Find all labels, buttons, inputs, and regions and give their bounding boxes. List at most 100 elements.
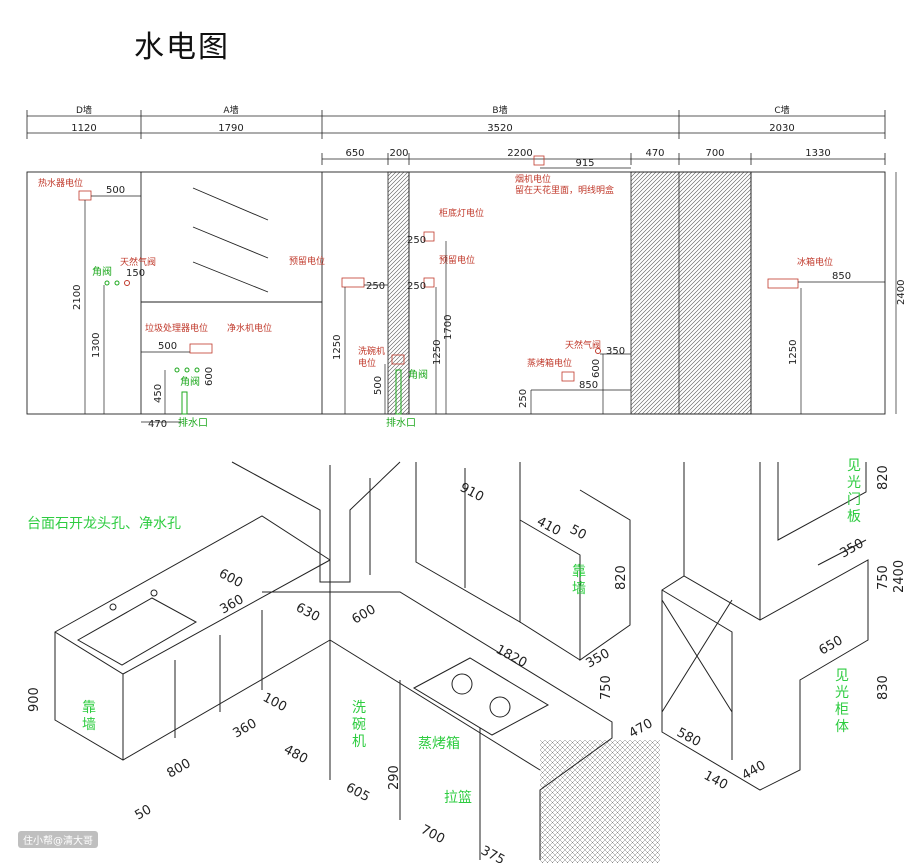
svg-text:净水机电位: 净水机电位 [227,322,272,334]
svg-text:50: 50 [567,522,589,543]
wall-width-b: 3520 [487,123,512,134]
svg-text:350: 350 [584,646,613,671]
svg-text:见光门板: 见光门板 [847,458,861,525]
svg-text:见光柜体: 见光柜体 [835,668,849,735]
sub-dim: 2200 [507,148,532,159]
svg-text:冰箱电位: 冰箱电位 [797,256,833,268]
svg-text:140: 140 [701,768,730,793]
svg-text:角阀: 角阀 [92,265,112,278]
svg-text:750: 750 [599,675,614,700]
svg-text:柜底灯电位: 柜底灯电位 [439,207,484,219]
svg-text:热水器电位: 热水器电位 [38,177,83,189]
wall-width-c: 2030 [769,123,794,134]
svg-text:600: 600 [350,602,379,627]
svg-text:250: 250 [407,281,426,292]
svg-text:2100: 2100 [72,285,83,310]
svg-text:洗碗机: 洗碗机 [352,700,366,750]
svg-text:600: 600 [204,367,215,386]
page-title: 水电图 [134,30,230,65]
svg-text:250: 250 [366,281,385,292]
svg-text:预留电位: 预留电位 [439,254,475,266]
svg-text:1700: 1700 [443,315,454,340]
svg-text:820: 820 [876,465,891,490]
a-wall-annotations: 垃圾处理器电位 净水机电位 500 角阀 450 600 470 排水口 [141,322,272,430]
wall-dimension-chain [26,110,886,169]
svg-text:靠墙: 靠墙 [572,564,586,597]
sub-dim: 200 [389,148,408,159]
svg-text:1820: 1820 [493,642,529,671]
svg-text:洗碗机: 洗碗机 [358,345,385,357]
svg-text:250: 250 [407,235,426,246]
svg-text:1250: 1250 [788,340,799,365]
svg-text:500: 500 [106,185,125,196]
svg-text:150: 150 [126,268,145,279]
wall-width-a: 1790 [218,123,243,134]
svg-text:2400: 2400 [896,280,907,305]
svg-text:350: 350 [606,346,625,357]
svg-text:垃圾处理器电位: 垃圾处理器电位 [145,322,208,334]
column-hatch [387,171,410,415]
svg-text:375: 375 [478,843,507,863]
svg-text:800: 800 [165,756,194,781]
svg-text:410: 410 [534,514,563,539]
svg-text:850: 850 [832,271,851,282]
side-panel-hatch [540,740,660,863]
svg-text:470: 470 [627,716,656,741]
wall-label-a: A墙 [223,104,238,116]
sub-dim: 650 [345,148,364,159]
svg-text:100: 100 [260,690,289,715]
wall-label-b: B墙 [492,104,507,116]
svg-text:910: 910 [457,480,486,505]
svg-text:烟机电位: 烟机电位 [515,173,551,185]
svg-text:2400: 2400 [892,560,907,593]
isometric-labels: 台面石开龙头孔、净水孔 910 410 50 820 350 600 360 6… [27,458,907,863]
svg-text:850: 850 [579,380,598,391]
svg-text:650: 650 [817,633,846,658]
svg-text:500: 500 [373,376,384,395]
svg-text:50: 50 [133,802,155,823]
svg-text:450: 450 [153,384,164,403]
svg-text:600: 600 [216,566,245,591]
svg-text:电位: 电位 [358,357,376,369]
svg-text:440: 440 [740,758,769,783]
svg-text:角阀: 角阀 [180,375,200,388]
svg-text:蒸烤箱: 蒸烤箱 [418,736,460,752]
isometric-drawing [54,461,869,860]
svg-text:排水口: 排水口 [178,416,208,429]
sub-dim: 915 [575,158,594,169]
svg-text:拉篮: 拉篮 [444,790,472,806]
svg-text:角阀: 角阀 [408,368,428,381]
wall-width-d: 1120 [71,123,96,134]
svg-text:蒸烤箱电位: 蒸烤箱电位 [527,357,572,369]
svg-text:1250: 1250 [332,335,343,360]
svg-text:820: 820 [614,565,629,590]
watermark: 住小帮@清大哥 [18,831,98,848]
wall-hatch [630,171,752,415]
svg-text:天然气阀: 天然气阀 [565,339,601,351]
wall-label-d: D墙 [76,104,92,116]
svg-text:排水口: 排水口 [386,416,416,429]
c-wall-annotations: 冰箱电位 850 1250 2400 [767,172,907,414]
d-wall-annotations: 热水器电位 500 2100 天然气阀 150 角阀 1300 [38,177,156,414]
svg-text:1300: 1300 [91,333,102,358]
svg-text:靠墙: 靠墙 [82,700,96,733]
sub-dim: 1330 [805,148,830,159]
b-wall-annotations: 预留电位 250 1250 洗碗机 电位 500 角阀 排水口 柜底灯电位 25… [289,155,631,429]
svg-text:290: 290 [387,765,402,790]
svg-text:350: 350 [838,536,867,561]
sub-dim: 470 [645,148,664,159]
svg-text:700: 700 [418,822,447,847]
svg-text:台面石开龙头孔、净水孔: 台面石开龙头孔、净水孔 [27,516,181,532]
svg-text:605: 605 [343,780,372,805]
svg-text:500: 500 [158,341,177,352]
svg-text:470: 470 [148,419,167,430]
svg-text:预留电位: 预留电位 [289,255,325,267]
svg-text:900: 900 [27,687,42,712]
sub-dim: 700 [705,148,724,159]
svg-text:600: 600 [591,359,602,378]
svg-text:天然气阀: 天然气阀 [120,256,156,268]
svg-text:830: 830 [876,675,891,700]
svg-text:留在天花里面，明线明盒: 留在天花里面，明线明盒 [515,184,614,196]
svg-text:480: 480 [281,742,310,767]
